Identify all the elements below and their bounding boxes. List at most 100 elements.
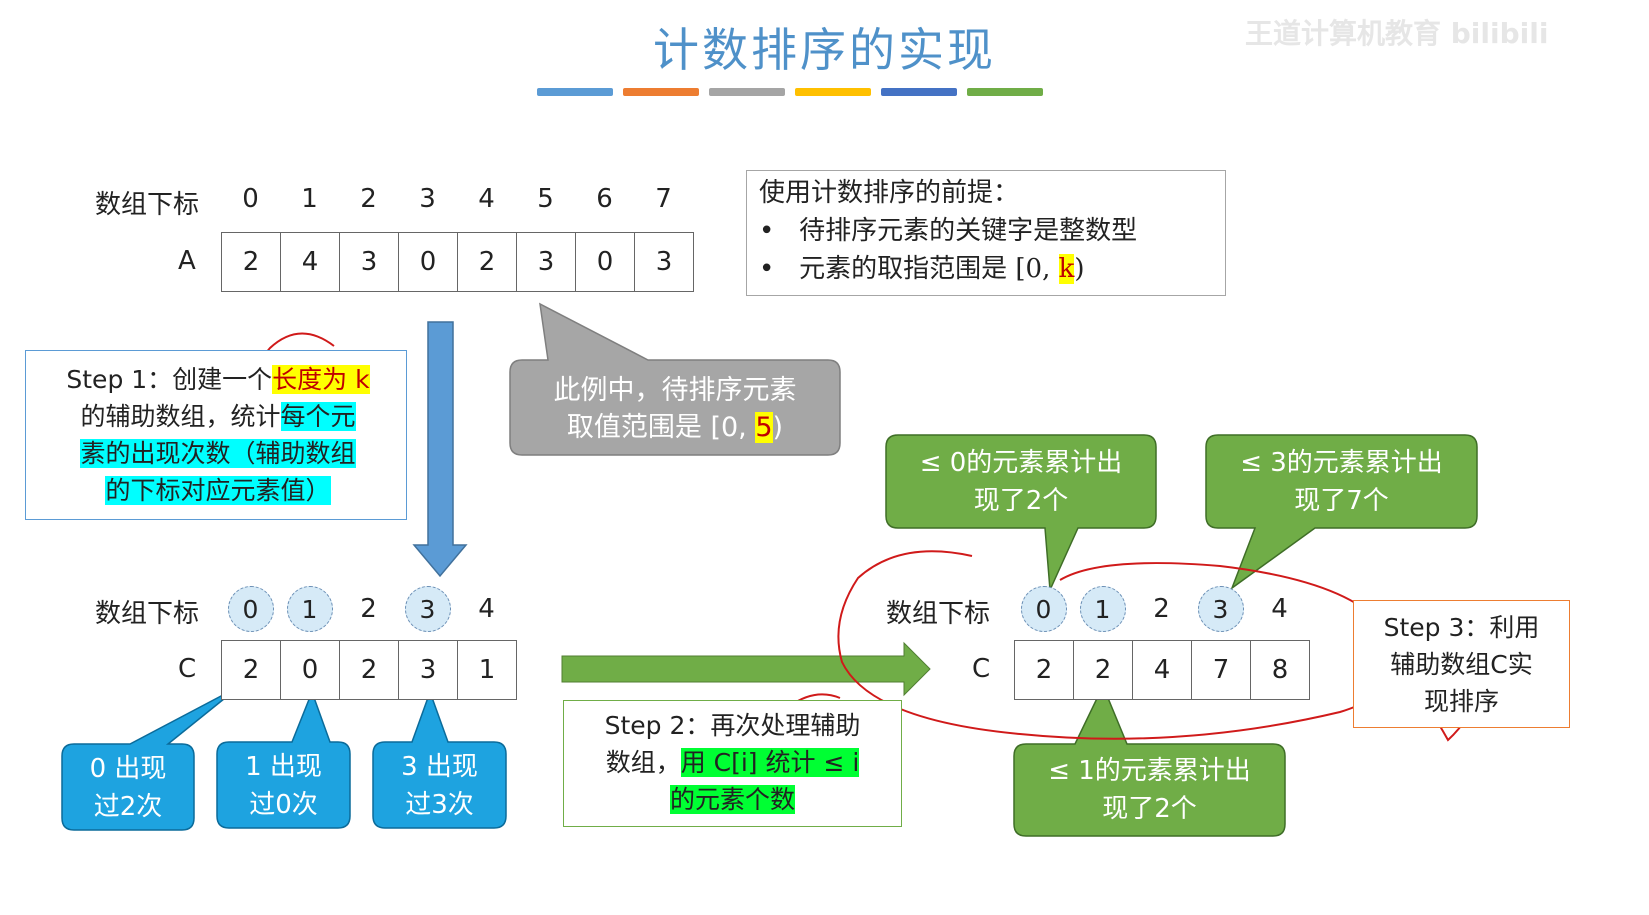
step2-box: Step 2：再次处理辅助 数组，用 C[i] 统计 ≤ i 的元素个数: [563, 700, 902, 827]
count-bubble-0: 0 出现 过2次: [62, 750, 194, 826]
cum-bubble-line: ≤ 0的元素累计出: [919, 448, 1123, 478]
step2-line-1: Step 2：再次处理辅助: [604, 711, 861, 740]
array-c2-indices: 0 1 2 3 4: [1014, 586, 1309, 632]
array-c2-index-circle: 3: [1197, 586, 1244, 632]
step1-highlight-length: 长度为 k: [272, 365, 370, 394]
array-c2-index: 4: [1271, 594, 1288, 624]
array-c1-index-slot: 1: [280, 586, 339, 632]
count-bubble-line: 过0次: [249, 790, 318, 820]
cum-bubble-line: 现了7个: [1294, 486, 1389, 516]
step1-line-2: 的辅助数组，统计每个元: [38, 398, 398, 435]
count-bubble-0-shape: [61, 685, 241, 831]
array-a-index: 7: [655, 184, 672, 214]
step2-highlight: 用 C[i] 统计 ≤ i: [680, 748, 860, 777]
cum-bubble-3: ≤ 3的元素累计出 现了7个: [1206, 444, 1477, 520]
array-c2-index-slot: 1: [1073, 586, 1132, 632]
step2-line-3: 的元素个数: [570, 781, 895, 818]
array-a-index-label: 数组下标: [95, 190, 200, 220]
array-c2-cells: 2 2 4 7 8: [1014, 640, 1310, 700]
array-a-cell: 3: [517, 233, 576, 291]
array-c2-index-slot: 3: [1191, 586, 1250, 632]
range-bubble-close: ): [772, 412, 784, 443]
premise-k-highlight: k: [1058, 254, 1075, 284]
array-c2-index: 2: [1153, 594, 1170, 624]
array-a-cell: 0: [399, 233, 458, 291]
page-title: 计数排序的实现: [653, 23, 996, 77]
array-c1-index-circle: 1: [286, 586, 333, 632]
step3-text: Step 3：利用 辅助数组C实 现排序: [1358, 609, 1565, 720]
array-a-name: A: [178, 246, 196, 276]
array-c1-indices: 0 1 2 3 4: [221, 586, 516, 632]
count-bubble-1: 1 出现 过0次: [217, 748, 350, 824]
array-c2-cell: 7: [1192, 641, 1251, 699]
cum-bubble-0: ≤ 0的元素累计出 现了2个: [886, 444, 1156, 520]
array-c1-index-label: 数组下标: [95, 599, 200, 629]
step1-highlight-count: 的下标对应元素值）: [105, 476, 331, 505]
array-c2-cell: 4: [1133, 641, 1192, 699]
cum-bubble-line: 现了2个: [973, 486, 1069, 516]
count-bubble-line: 0 出现: [89, 754, 167, 784]
step2-text: Step 2：再次处理辅助 数组，用 C[i] 统计 ≤ i 的元素个数: [570, 707, 895, 818]
array-c2-index-circle: 0: [1020, 586, 1067, 632]
step1-highlight-count: 素的出现次数（辅助数组: [80, 439, 356, 468]
step1-box: Step 1：创建一个长度为 k 的辅助数组，统计每个元 素的出现次数（辅助数组…: [25, 350, 407, 520]
premise-bullet-1: • 待排序元素的关键字是整数型: [759, 213, 1137, 250]
count-bubble-line: 过3次: [405, 790, 474, 820]
premise-bullet-1-text: 待排序元素的关键字是整数型: [799, 216, 1138, 246]
array-a-cell: 0: [576, 233, 635, 291]
array-a-index: 2: [360, 184, 377, 214]
cum-bubble-line: ≤ 3的元素累计出: [1240, 448, 1443, 478]
array-c1-index-slot: 0: [221, 586, 280, 632]
step1-line-1: Step 1：创建一个长度为 k: [38, 361, 398, 398]
array-c1-cell: 2: [340, 641, 399, 699]
array-c1-cell: 0: [281, 641, 340, 699]
array-c1-name: C: [178, 654, 197, 684]
strip-segment: [881, 88, 957, 96]
range-bubble: 此例中，待排序元素 取值范围是 [0, 5): [510, 372, 840, 446]
array-c2-index-circle: 1: [1079, 586, 1126, 632]
color-strip: [537, 88, 1043, 96]
premise-heading: 使用计数排序的前提：: [759, 178, 1020, 208]
count-bubble-3: 3 出现 过3次: [373, 748, 506, 824]
strip-segment: [795, 88, 871, 96]
count-bubble-line: 过2次: [93, 792, 163, 822]
premise-bullet-2: • 元素的取指范围是 [0, k): [759, 251, 1085, 288]
range-bubble-text: 取值范围是 [0,: [566, 412, 756, 443]
array-c1-cell: 2: [222, 641, 281, 699]
step2-text-part: 数组，: [605, 748, 681, 777]
range-bubble-num-highlight: 5: [755, 412, 773, 443]
count-bubble-line: 1 出现: [245, 752, 322, 782]
step1-text-part: 的辅助数组，统计: [80, 402, 281, 431]
step3-line-2: 辅助数组C实: [1390, 650, 1533, 679]
range-bubble-line-1: 此例中，待排序元素: [553, 375, 797, 406]
array-c1-index-slot: 3: [398, 586, 457, 632]
count-bubble-1-shape: [216, 689, 351, 829]
array-c1-cell: 1: [478, 655, 496, 685]
array-c1-index: 4: [478, 594, 495, 624]
array-c1-index-circle: 3: [404, 586, 451, 632]
strip-segment: [537, 88, 613, 96]
bullet-dot: •: [759, 254, 800, 284]
array-c2-index-label: 数组下标: [886, 599, 991, 629]
bullet-dot: •: [759, 216, 800, 246]
step1-text-part: Step 1：创建一个: [66, 365, 273, 394]
array-a-cell: 2: [458, 233, 517, 291]
array-a-cell: 2: [222, 233, 281, 291]
array-a-index: 5: [537, 184, 554, 214]
count-bubble-line: 3 出现: [401, 752, 478, 782]
array-a-index: 1: [301, 184, 318, 214]
array-a-index: 4: [478, 184, 495, 214]
array-c2-cell: 8: [1271, 655, 1289, 685]
cum-bubble-3-shape: [1205, 434, 1478, 591]
step3-line-3: 现排序: [1423, 687, 1499, 716]
array-c2-index-slot: 0: [1014, 586, 1073, 632]
step3-line-1: Step 3：利用: [1383, 613, 1540, 642]
array-c1-index-circle: 0: [227, 586, 274, 632]
step1-line-4: 的下标对应元素值）: [38, 472, 398, 509]
step2-line-2: 数组，用 C[i] 统计 ≤ i: [570, 744, 895, 781]
array-c2-cell: 2: [1074, 641, 1133, 699]
watermark: 王道计算机教育 bilibili: [1245, 17, 1549, 50]
array-c1-cells: 2 0 2 3 1: [221, 640, 517, 700]
cum-bubble-1-shape: [1013, 684, 1286, 837]
array-a-index: 0: [242, 184, 259, 214]
